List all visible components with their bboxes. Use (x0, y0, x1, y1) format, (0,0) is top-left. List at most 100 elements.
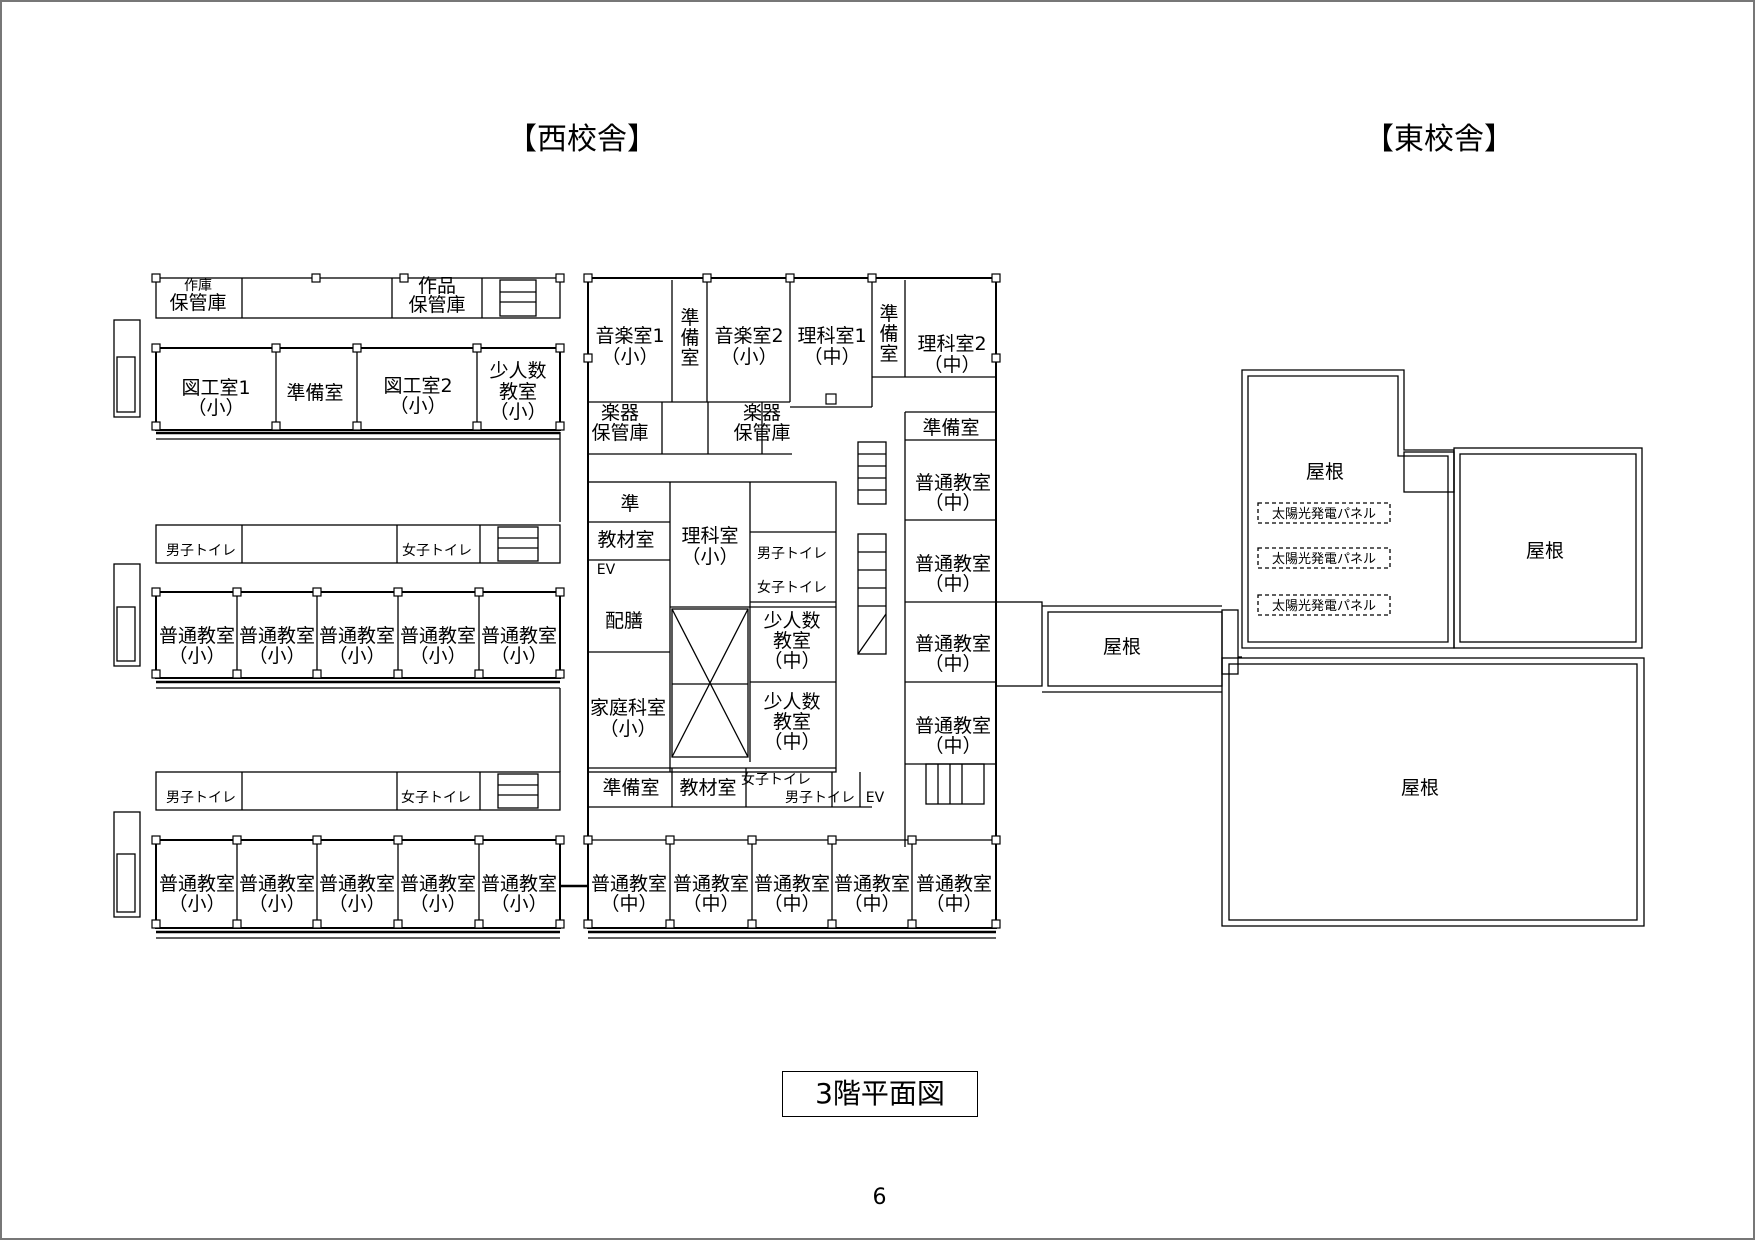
classroom-cb-2-grade: （中） (682, 893, 739, 915)
classroom-cb-4-grade: （中） (843, 893, 900, 915)
art-room-1-label: 図工室1 (181, 377, 250, 399)
prep-small-label: 準 (620, 493, 639, 515)
east-connector (1403, 451, 1455, 493)
art-room-1-grade: （小） (187, 397, 244, 419)
science-room-1-grade: （中） (803, 346, 860, 368)
east-roof-1-label: 屋根 (1306, 461, 1344, 483)
wing3-rooms-outline (155, 839, 561, 929)
solar-panel-1 (1257, 502, 1391, 524)
instrument-storage-1b: 保管庫 (591, 422, 648, 444)
solar-panel-2 (1257, 547, 1391, 569)
classroom-c-2: 普通教室 (915, 553, 991, 575)
classroom-w3-1-grade: （小） (168, 893, 225, 915)
science-room-1-label: 理科室1 (797, 325, 866, 347)
science-room-2-grade: （中） (923, 354, 980, 376)
music-room-1-label: 音楽室1 (595, 325, 664, 347)
classroom-cb-5: 普通教室 (916, 873, 992, 895)
solar-panel-label-1: 太陽光発電パネル (1272, 507, 1376, 522)
classroom-cb-2: 普通教室 (673, 873, 749, 895)
small-group-mid-b: 教室 (773, 630, 811, 652)
east-roof-3-outline (1221, 657, 1645, 927)
wing1-side-stair (113, 319, 141, 418)
instrument-storage-2a: 楽器 (743, 402, 781, 424)
classroom-w3-2: 普通教室 (239, 873, 315, 895)
classroom-w3-3-grade: （小） (328, 893, 385, 915)
classroom-w2-2: 普通教室 (239, 625, 315, 647)
girls-toilet-label-1: 女子トイレ (402, 542, 472, 559)
wing1-stair (499, 279, 537, 317)
prep-room-v1-c: 室 (680, 347, 699, 369)
prep-room-v2-c: 室 (879, 343, 898, 365)
art-prep-room-label: 準備室 (286, 382, 343, 404)
west-building-heading: 【西校舎】 (507, 122, 657, 157)
materials-room-2-label: 教材室 (679, 777, 736, 799)
bridge-roof-label: 屋根 (1103, 636, 1141, 658)
classroom-w3-5-grade: （小） (490, 893, 547, 915)
science-room-small-grade: （小） (681, 546, 738, 568)
small-group-mid-a: 少人数 (763, 610, 820, 632)
wing2-side-stair (113, 563, 141, 667)
wing2-corridor-outline (155, 524, 561, 564)
central-inner-block (587, 481, 837, 773)
classroom-w3-4: 普通教室 (400, 873, 476, 895)
classroom-c-2-grade: （中） (924, 573, 981, 595)
girls-toilet-label-3: 女子トイレ (757, 579, 827, 596)
home-ec-room-grade: （小） (599, 718, 656, 740)
instrument-storage-2b: 保管庫 (733, 422, 790, 444)
wing3-corridor-outline (155, 771, 561, 811)
east-roof-3-label: 屋根 (1401, 777, 1439, 799)
classroom-w2-1: 普通教室 (159, 625, 235, 647)
storage-label-2b: 保管庫 (408, 294, 465, 316)
floor-title: 3階平面図 (782, 1071, 978, 1117)
prep-room-v2-b: 備 (879, 323, 898, 345)
solar-panel-label-2: 太陽光発電パネル (1272, 552, 1376, 567)
elevator-label-1: EV (597, 562, 616, 578)
solar-panel-label-3: 太陽光発電パネル (1272, 599, 1376, 614)
east-roof-2-outline (1453, 447, 1643, 649)
serving-room-label: 配膳 (605, 610, 643, 632)
classroom-w2-1-grade: （小） (168, 645, 225, 667)
boys-toilet-label-2: 男子トイレ (166, 790, 236, 806)
storage-label-2a: 作品 (418, 275, 456, 297)
prep-room-v1-b: 備 (680, 327, 699, 349)
art-room-2-label: 図工室2 (383, 375, 452, 397)
classroom-w3-4-grade: （小） (409, 893, 466, 915)
classroom-w2-3: 普通教室 (319, 625, 395, 647)
classroom-w2-5: 普通教室 (481, 625, 557, 647)
east-building-heading: 【東校舎】 (1364, 122, 1514, 157)
elevator-label-2: EV (866, 790, 885, 806)
music-room-2-label: 音楽室2 (714, 325, 783, 347)
materials-room-label: 教材室 (597, 529, 654, 551)
classroom-c-4-grade: （中） (924, 735, 981, 757)
central-stair-lower (857, 533, 887, 655)
instrument-storage-1a: 楽器 (601, 402, 639, 424)
classroom-w3-2-grade: （小） (248, 893, 305, 915)
storage-label-1a: 作庫 (184, 277, 212, 294)
bridge-left (995, 601, 1043, 687)
classroom-cb-1: 普通教室 (591, 873, 667, 895)
girls-toilet-label-4: 女子トイレ (741, 771, 811, 788)
small-group-room-label-c: （小） (489, 401, 546, 423)
prep-room-v1-a: 準 (680, 307, 699, 329)
wing1-corridor-outline (155, 277, 561, 319)
storage-label-1b: 保管庫 (169, 292, 226, 314)
music-room-2-grade: （小） (720, 346, 777, 368)
classroom-c-3: 普通教室 (915, 633, 991, 655)
small-group-room-label-a: 少人数 (489, 360, 546, 382)
girls-toilet-label-2: 女子トイレ (401, 789, 471, 806)
classroom-c-4: 普通教室 (915, 715, 991, 737)
small-group-low-a: 少人数 (763, 691, 820, 713)
atrium-void (671, 608, 749, 758)
page-number: 6 (872, 1185, 887, 1210)
small-group-room-label-b: 教室 (499, 381, 537, 403)
classroom-c-3-grade: （中） (924, 653, 981, 675)
classroom-w2-4-grade: （小） (409, 645, 466, 667)
central-stair-se (925, 763, 985, 805)
science-room-2-label: 理科室2 (917, 333, 986, 355)
classroom-c-1: 普通教室 (915, 472, 991, 494)
science-room-small-label: 理科室 (681, 525, 738, 547)
classroom-w3-5: 普通教室 (481, 873, 557, 895)
prep-room-east-label: 準備室 (922, 417, 979, 439)
small-group-low-b: 教室 (773, 711, 811, 733)
